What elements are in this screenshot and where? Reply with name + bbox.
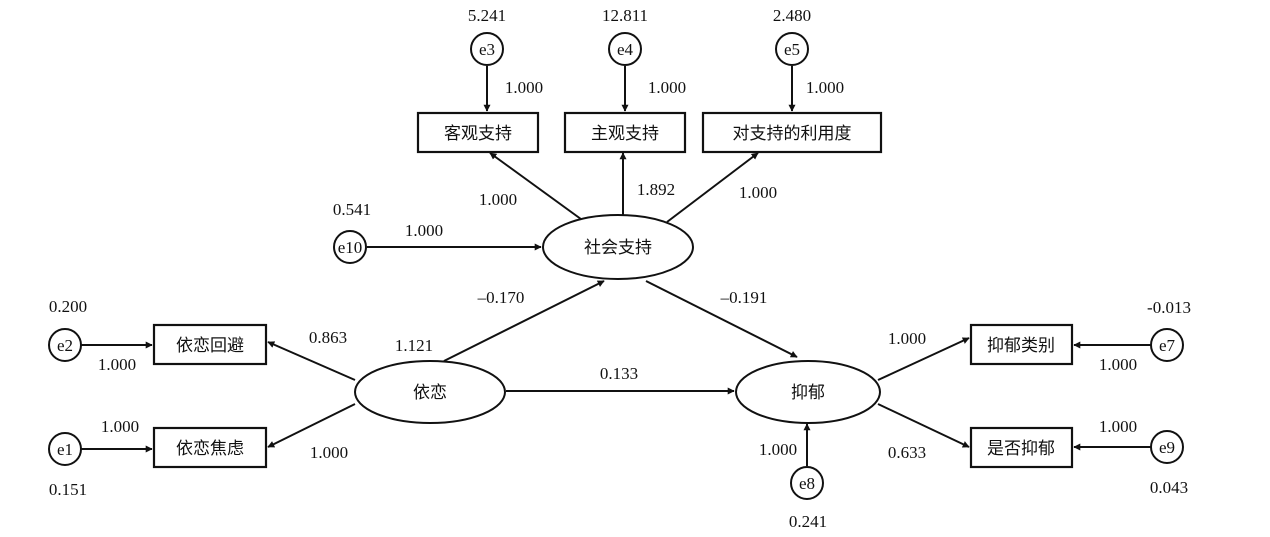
coef-depression-is: 0.633: [888, 443, 926, 462]
coef-e5-utilization: 1.000: [806, 78, 844, 97]
coef-depression-category: 1.000: [888, 329, 926, 348]
error-e1: e1: [48, 432, 82, 466]
coef-e3-objective: 1.000: [505, 78, 543, 97]
path-depression-category: [877, 337, 970, 381]
path-social-utilization: [666, 152, 759, 223]
latent-social-support: 社会支持: [542, 214, 694, 280]
variance-e2: 0.200: [49, 297, 87, 316]
svg-text:e10: e10: [338, 238, 363, 257]
variance-e5: 2.480: [773, 6, 811, 25]
coef-attachment-depression: 0.133: [600, 364, 638, 383]
observed-objective-support: 客观支持: [416, 111, 540, 154]
svg-text:e1: e1: [57, 440, 73, 459]
coef-social-depression: –0.191: [720, 288, 768, 307]
coef-attachment-anxiety: 1.000: [310, 443, 348, 462]
coef-e9-is: 1.000: [1099, 417, 1137, 436]
variance-e7: -0.013: [1147, 298, 1191, 317]
svg-text:社会支持: 社会支持: [584, 238, 652, 258]
error-e10: e10: [333, 230, 367, 264]
svg-text:依恋: 依恋: [413, 382, 447, 403]
error-e2: e2: [48, 328, 82, 362]
path-social-depression: [645, 280, 798, 358]
error-e3: e3: [470, 32, 504, 66]
svg-text:e4: e4: [617, 40, 634, 59]
variance-attachment: 1.121: [395, 336, 433, 355]
svg-text:客观支持: 客观支持: [444, 124, 512, 144]
path-social-objective: [489, 152, 586, 223]
coef-social-subjective: 1.892: [637, 180, 675, 199]
svg-text:e2: e2: [57, 336, 73, 355]
svg-text:对支持的利用度: 对支持的利用度: [733, 124, 852, 144]
coef-e8-depression: 1.000: [759, 440, 797, 459]
svg-text:是否抑郁: 是否抑郁: [987, 439, 1055, 459]
observed-support-utilization: 对支持的利用度: [701, 111, 883, 154]
coef-attachment-social: –0.170: [477, 288, 525, 307]
coef-e2-avoidance: 1.000: [98, 355, 136, 374]
latent-attachment: 依恋: [354, 360, 506, 424]
observed-attachment-avoidance: 依恋回避: [152, 323, 268, 366]
path-attachment-avoidance: [267, 341, 356, 381]
latent-depression: 抑郁: [735, 360, 881, 424]
variance-e10: 0.541: [333, 200, 371, 219]
error-e4: e4: [608, 32, 642, 66]
error-e5: e5: [775, 32, 809, 66]
observed-depression-category: 抑郁类别: [969, 323, 1074, 366]
svg-text:e5: e5: [784, 40, 800, 59]
variance-e4: 12.811: [602, 6, 648, 25]
svg-text:e3: e3: [479, 40, 495, 59]
error-e8: e8: [790, 466, 824, 500]
svg-text:e9: e9: [1159, 438, 1175, 457]
svg-text:e8: e8: [799, 474, 815, 493]
observed-is-depressed: 是否抑郁: [969, 426, 1074, 469]
coef-social-objective: 1.000: [479, 190, 517, 209]
svg-text:主观支持: 主观支持: [591, 124, 659, 144]
svg-text:e7: e7: [1159, 336, 1176, 355]
path-attachment-anxiety: [267, 403, 356, 448]
coef-attachment-avoidance: 0.863: [309, 328, 347, 347]
coef-e7-category: 1.000: [1099, 355, 1137, 374]
svg-text:依恋焦虑: 依恋焦虑: [176, 438, 244, 459]
error-e9: e9: [1150, 430, 1184, 464]
path-depression-is: [877, 403, 970, 448]
variance-e9: 0.043: [1150, 478, 1188, 497]
observed-attachment-anxiety: 依恋焦虑: [152, 426, 268, 469]
coef-e1-anxiety: 1.000: [101, 417, 139, 436]
error-e7: e7: [1150, 328, 1184, 362]
path-attachment-social: [443, 280, 605, 362]
variance-e3: 5.241: [468, 6, 506, 25]
coef-e4-subjective: 1.000: [648, 78, 686, 97]
coef-e10-social: 1.000: [405, 221, 443, 240]
observed-subjective-support: 主观支持: [563, 111, 687, 154]
variance-e1: 0.151: [49, 480, 87, 499]
svg-text:抑郁: 抑郁: [791, 383, 825, 403]
svg-text:抑郁类别: 抑郁类别: [987, 336, 1055, 356]
variance-e8: 0.241: [789, 512, 827, 531]
coef-social-utilization: 1.000: [739, 183, 777, 202]
svg-text:依恋回避: 依恋回避: [176, 335, 244, 356]
